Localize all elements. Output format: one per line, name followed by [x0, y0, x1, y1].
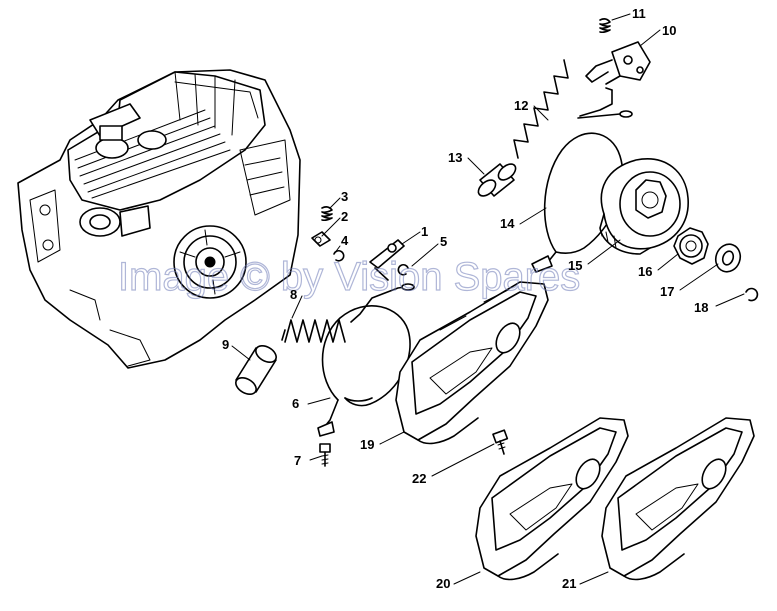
callout-10: 10: [662, 23, 676, 38]
part-5-clip: [397, 264, 409, 276]
part-8-tension-spring: [281, 283, 415, 343]
callout-9: 9: [222, 337, 229, 352]
callout-7: 7: [294, 453, 301, 468]
callout-20: 20: [436, 576, 450, 591]
part-16-sprocket: [673, 227, 709, 265]
callout-5: 5: [440, 234, 447, 249]
callout-21: 21: [562, 576, 576, 591]
watermark-text: Image © by Vision Spares: [118, 255, 580, 299]
part-3-small-spring: [321, 206, 333, 222]
part-21-cover: [601, 417, 755, 581]
part-20-cover: [475, 417, 629, 581]
part-15-clutch-drum: [599, 158, 689, 255]
leader-lines: [231, 13, 745, 585]
part-10-lever-assembly: [585, 41, 651, 85]
part-14-brake-band: [531, 132, 624, 273]
part-6-brake-band: [317, 305, 411, 437]
callout-1: 1: [421, 224, 428, 239]
part-2-pin: [311, 231, 331, 247]
callout-19: 19: [360, 437, 374, 452]
part-19-sprocket-cover: [395, 281, 549, 445]
callout-18: 18: [694, 300, 708, 315]
callout-15: 15: [568, 258, 582, 273]
callout-14: 14: [500, 216, 515, 231]
part-12-spring-rod: [513, 59, 633, 159]
callout-6: 6: [292, 396, 299, 411]
callout-4: 4: [341, 233, 349, 248]
part-17-washer: [714, 243, 742, 273]
callout-17: 17: [660, 284, 674, 299]
callout-8: 8: [290, 287, 297, 302]
callout-11: 11: [632, 6, 646, 21]
callout-3: 3: [341, 189, 348, 204]
callout-12: 12: [514, 98, 528, 113]
callout-13: 13: [448, 150, 462, 165]
engine-block: [17, 69, 301, 369]
callout-16: 16: [638, 264, 652, 279]
part-13-sleeve: [477, 163, 517, 197]
callout-2: 2: [341, 209, 348, 224]
callout-22: 22: [412, 471, 426, 486]
callout-labels: 1 2 3 4 5 6 7 8 9 10 11 12 13 14 15 16 1…: [222, 6, 708, 591]
part-18-clip: [745, 287, 759, 302]
part-1-brake-lever: [369, 239, 405, 281]
part-9-sleeve: [235, 345, 277, 395]
part-22-screw: [492, 429, 509, 455]
part-7-screw: [319, 443, 331, 467]
part-11-spring: [599, 18, 611, 34]
